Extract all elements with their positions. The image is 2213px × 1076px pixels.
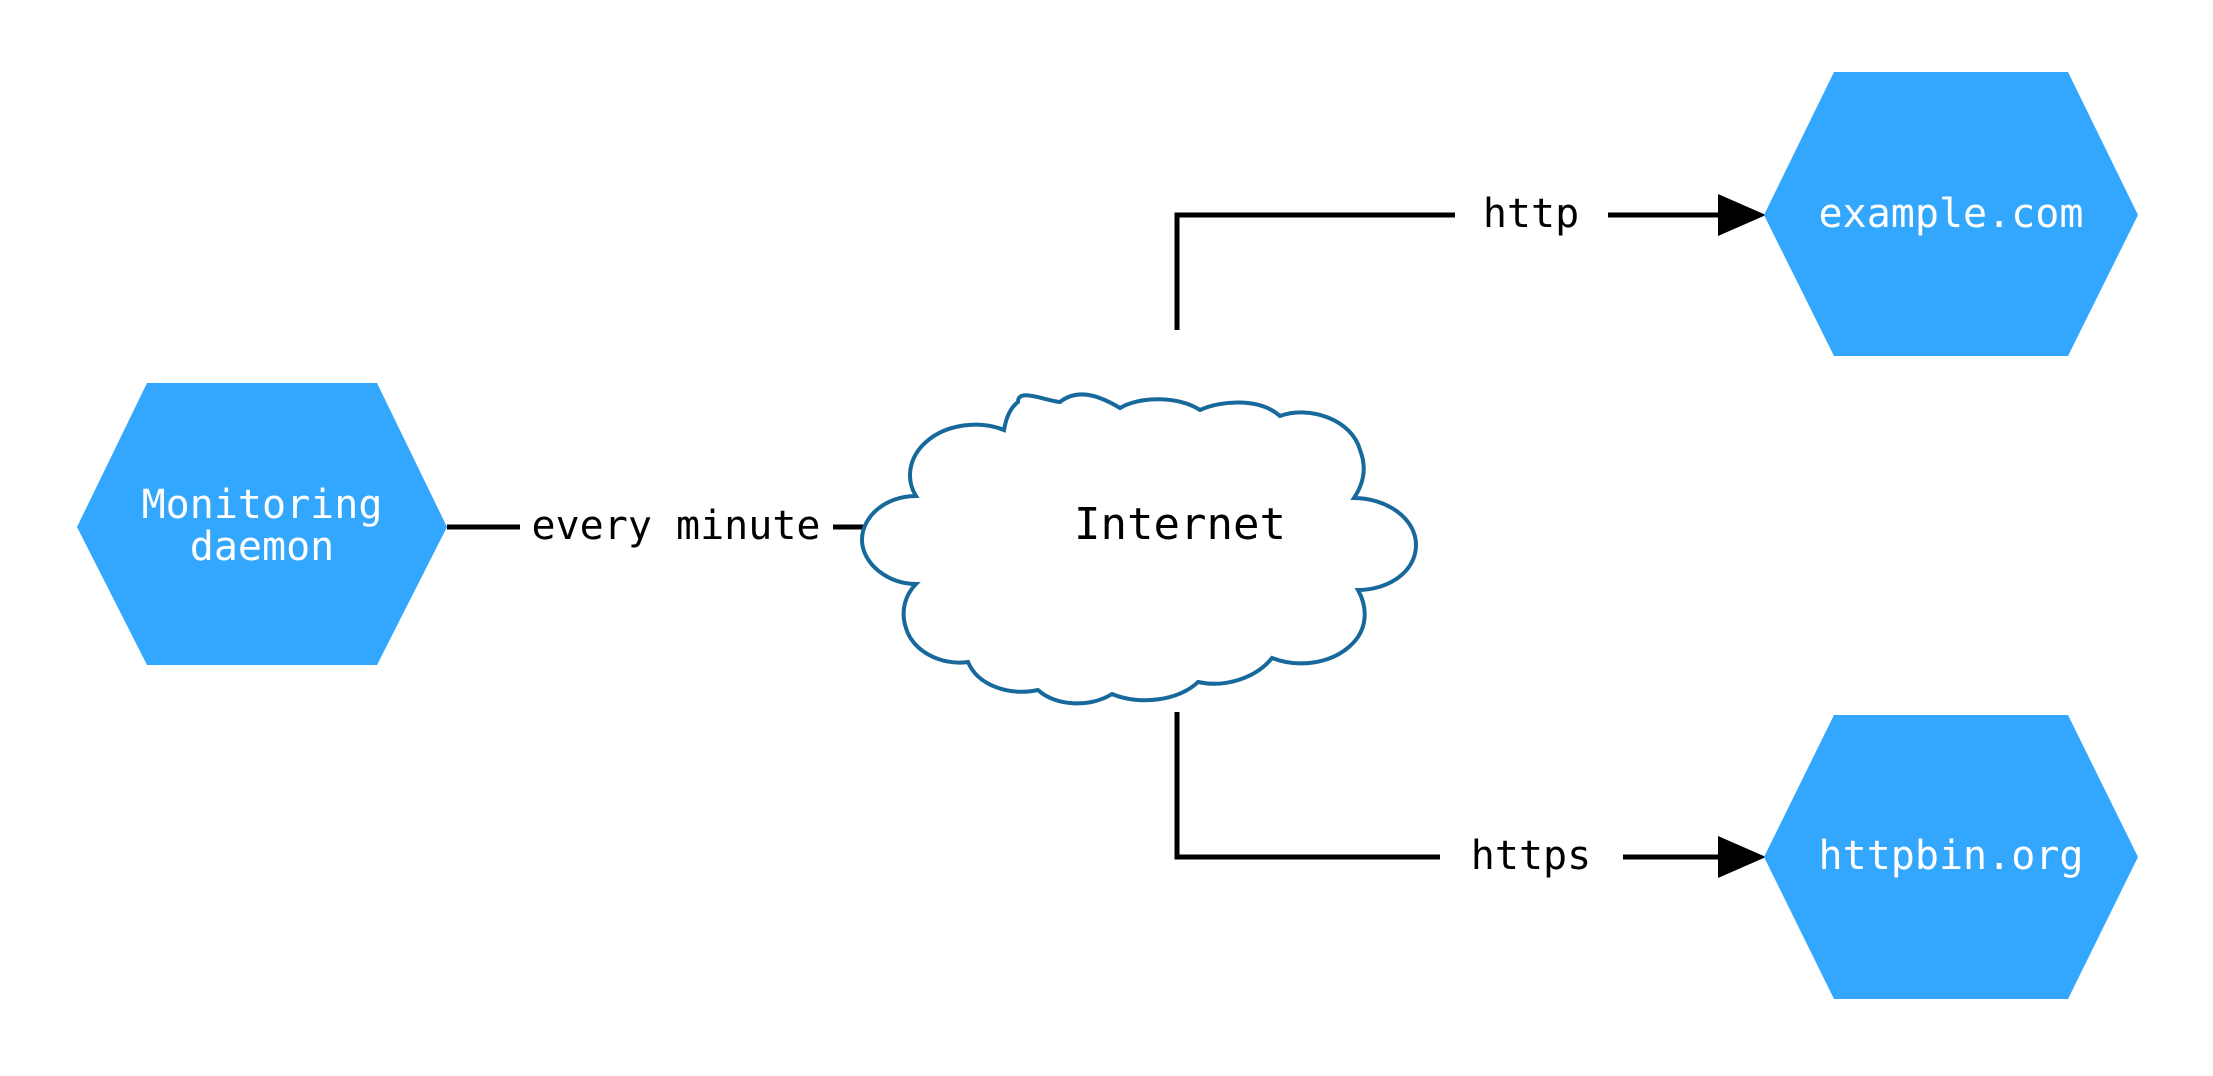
node-label-monitoring-daemon-line2: daemon	[190, 524, 335, 570]
arrowhead-http	[1718, 194, 1766, 236]
hexagon-shape-example-com	[1764, 72, 2138, 356]
edge-label-every-minute: every minute	[532, 503, 821, 549]
edge-label-https: https	[1471, 833, 1591, 879]
node-label-internet: Internet	[1074, 499, 1286, 550]
node-label-example-com: example.com	[1819, 191, 2084, 237]
node-example-com[interactable]: example.com	[1764, 72, 2138, 356]
node-internet[interactable]: Internet	[859, 392, 1419, 706]
hexagon-shape-monitoring-daemon	[77, 383, 447, 665]
node-httpbin-org[interactable]: httpbin.org	[1764, 715, 2138, 999]
edge-internet-to-example[interactable]: http	[1174, 191, 1766, 330]
edge-line-http	[1174, 212, 1455, 330]
node-label-httpbin-org: httpbin.org	[1819, 833, 2084, 879]
node-label-monitoring-daemon-line1: Monitoring	[142, 482, 383, 528]
hexagon-shape-httpbin-org	[1764, 715, 2138, 999]
node-monitoring-daemon[interactable]: Monitoring daemon	[77, 383, 447, 665]
edge-internet-to-httpbin[interactable]: https	[1174, 712, 1766, 879]
cloud-shape-internet	[859, 392, 1419, 706]
edge-line-https	[1174, 712, 1440, 860]
edge-label-http: http	[1483, 191, 1579, 237]
arrowhead-https	[1718, 836, 1766, 878]
